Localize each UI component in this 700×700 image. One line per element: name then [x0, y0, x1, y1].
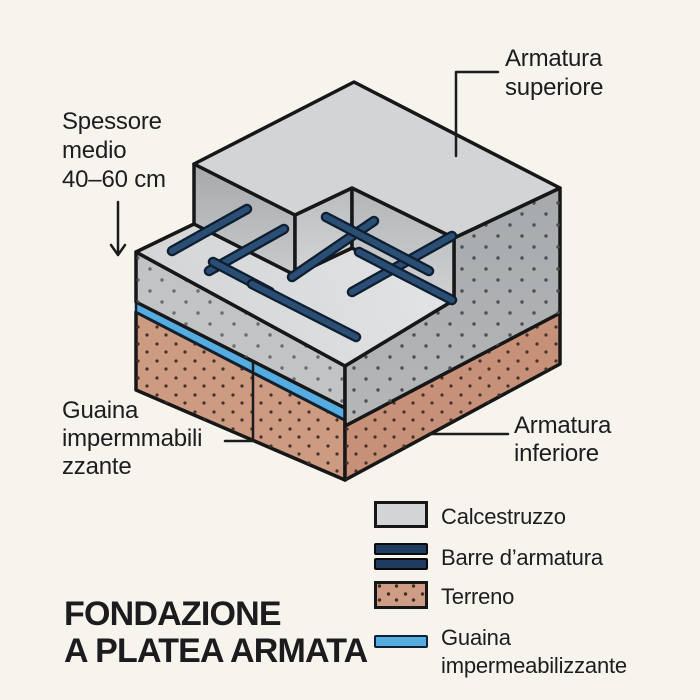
arrow-spessore-head [109, 243, 127, 257]
page-title-line2: A PLATEA ARMATA [64, 632, 368, 670]
label-guaina-line3: zzante [62, 453, 132, 480]
rebar-bar [249, 281, 359, 340]
legend-label-guaina: Guaina impermeabilizzante [441, 624, 627, 680]
terrain-right-speckles [345, 313, 560, 480]
legend-label-terreno-text: Terreno [441, 584, 515, 609]
rebar-bar [349, 233, 455, 295]
page-title: FONDAZIONE A PLATEA ARMATA [64, 595, 368, 670]
legend-label-calcestruzzo-text: Calcestruzzo [441, 504, 566, 529]
legend-swatch-rebar-bar-bottom [374, 558, 428, 570]
leader-guaina [223, 360, 255, 443]
slab-right-speckles [345, 188, 560, 426]
legend-swatch-terreno [374, 581, 428, 609]
label-guaina: Guaina impermmabili zzante [62, 397, 202, 481]
label-armatura-inferiore-line1: Armatura [514, 412, 612, 439]
rebar-bar [169, 206, 250, 254]
rebar-bar [356, 249, 455, 303]
lower-slab-left-speckles [136, 252, 345, 408]
terrain-left-speckles [136, 312, 345, 480]
legend-swatch-concrete [374, 501, 428, 528]
legend-label-barre-text: Barre d’armatura [441, 545, 603, 570]
label-guaina-line1: Guaina [62, 397, 139, 424]
label-spessore-line2: medio [62, 137, 127, 164]
rebar-mesh [166, 203, 458, 343]
label-spessore-medio: Spessore medio 40–60 cm [62, 107, 166, 194]
slab-top-face [192, 80, 562, 240]
legend-label-calcestruzzo: Calcestruzzo [441, 503, 566, 531]
legend-swatch-rebar-bar-top [374, 543, 428, 555]
legend-label-guaina-line1: Guaina [441, 625, 511, 650]
label-guaina-line2: impermmabili [62, 425, 203, 452]
rebar-bar [323, 214, 432, 274]
legend-label-guaina-line2: impermeabilizzante [441, 653, 627, 678]
label-armatura-superiore-line1: Armatura [505, 45, 603, 72]
label-armatura-inferiore: Armatura inferiore [514, 412, 611, 468]
label-armatura-superiore: Armatura superiore [505, 44, 603, 102]
legend-label-terreno: Terreno [441, 583, 514, 611]
legend-swatch-guaina [374, 635, 428, 648]
label-spessore-line3: 40–60 cm [62, 166, 166, 193]
leader-armatura-superiore [454, 70, 500, 158]
page-title-line1: FONDAZIONE [64, 595, 282, 633]
legend-label-barre: Barre d’armatura [441, 544, 603, 572]
label-spessore-line1: Spessore [62, 108, 162, 135]
label-armatura-superiore-line2: superiore [505, 74, 604, 101]
label-armatura-inferiore-line2: inferiore [514, 440, 599, 467]
